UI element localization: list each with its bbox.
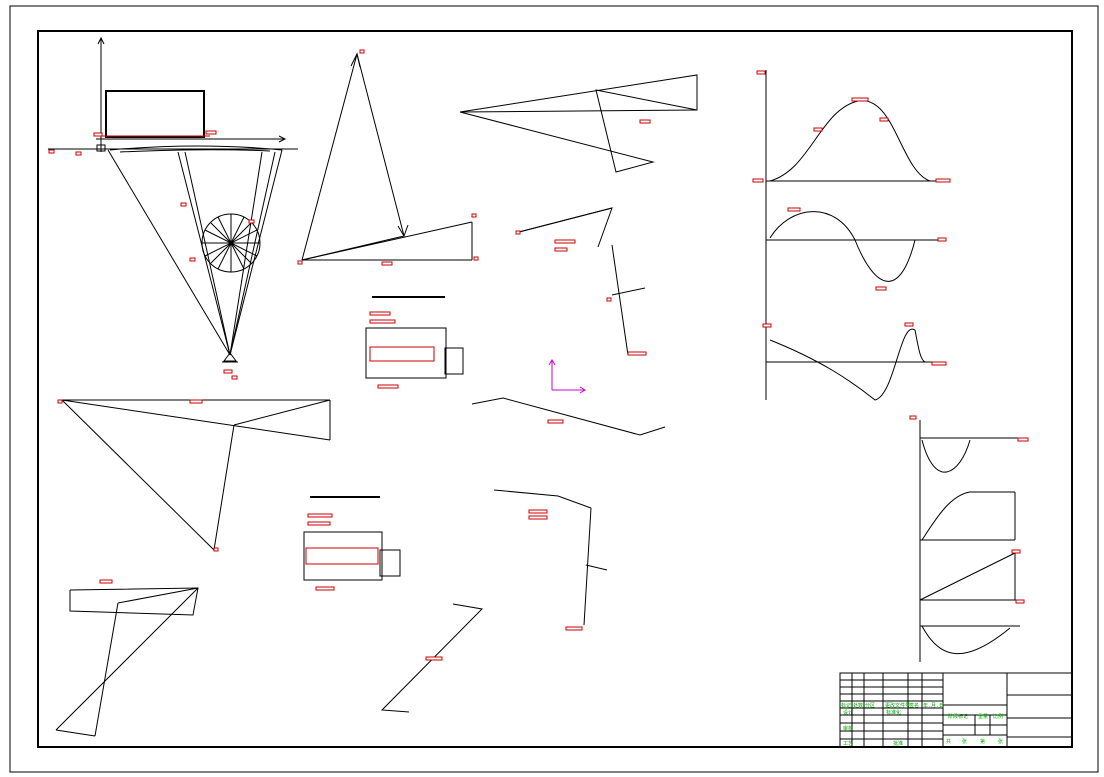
header-date: 年.月.日 (923, 702, 944, 709)
ucs-axes-icon (548, 359, 586, 394)
header-fenqu: 分区 (865, 702, 875, 709)
stage-scale: 比例 (993, 713, 1003, 720)
acceleration-polygon-3 (493, 489, 608, 631)
title-block: 标记 处数 分区 更改文件号 签名 年.月.日 设计 审核 工艺 标准化 批准 … (839, 672, 1073, 748)
cam-profile-graphs (909, 415, 1029, 662)
stage-weight: 重量 (978, 713, 988, 720)
slider-block-1 (365, 296, 464, 389)
header-qianming: 签名 (909, 702, 919, 709)
acceleration-polygon-1 (515, 207, 647, 356)
linkage-mechanism (48, 36, 298, 380)
inner-frame-border (37, 30, 1073, 748)
outer-sheet-border (9, 5, 1099, 773)
sheet-number: 第 (980, 738, 985, 745)
sheet-total: 共 (946, 738, 951, 745)
header-biaoji: 标记 (841, 702, 851, 709)
header-genggai: 更改文件号 (885, 702, 910, 709)
row-mid-biaozhunhua: 标准化 (886, 709, 901, 716)
slider-block-2 (303, 496, 401, 591)
header-chushu: 处数 (853, 702, 863, 709)
row-label-sheji: 设计 (843, 709, 853, 716)
stage-mark: 阶段标记 (948, 713, 968, 720)
displacement-curve-graph (752, 70, 951, 400)
row-mid-pizhun: 批准 (893, 740, 903, 747)
velocity-polygon-2 (459, 74, 698, 173)
acceleration-curve-graph (762, 322, 947, 401)
sheet-zhang-2: 张 (998, 738, 1003, 745)
row-label-gongyi: 工艺 (843, 741, 853, 747)
velocity-polygon-3 (57, 399, 331, 552)
row-label-shenhe: 审核 (843, 725, 853, 732)
acceleration-polygon-2 (471, 397, 666, 436)
sheet-zhang-1: 张 (962, 738, 967, 745)
velocity-curve-graph (766, 207, 947, 291)
velocity-polygon-4 (55, 579, 199, 737)
velocity-polygon-1 (297, 49, 479, 266)
